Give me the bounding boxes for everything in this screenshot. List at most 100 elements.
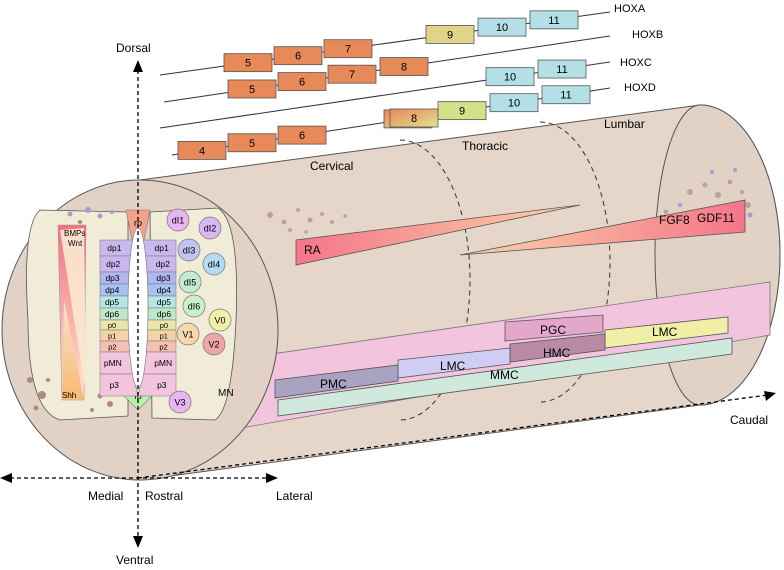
ventral-label: Ventral [116, 553, 153, 565]
motor-columns [274, 314, 733, 417]
hox-genes: HOXA56791011HOXB5678HOXC1011HOXD45688910… [159, 3, 663, 160]
neuron-dI2: dI2 [198, 216, 222, 240]
progenitor-label: dp2 [106, 259, 120, 269]
hox-gene-box: 8 [379, 57, 429, 76]
progenitor-label: p2 [159, 343, 167, 352]
hox-gene-label: 10 [496, 22, 508, 34]
wnt-label: Wnt [68, 239, 83, 248]
fgf8-gdf11-gradient-wedge [459, 199, 746, 256]
hox-gene-label: 10 [504, 72, 516, 84]
cervical-label: Cervical [310, 159, 353, 173]
hox-gene-label: 11 [560, 90, 571, 102]
hox-gene-box: 7 [323, 39, 373, 59]
neuron-dI3: dI3 [177, 238, 201, 262]
neuron-label: V2 [208, 340, 219, 350]
shh-label: Shh [62, 391, 76, 400]
fgf8-label: FGF8 [659, 213, 690, 227]
progenitor-p3-left [99, 373, 139, 397]
neuron-V1: V1 [176, 322, 200, 346]
neuron-label: dI2 [204, 224, 217, 234]
progenitor-label: dp6 [157, 309, 171, 319]
hox-gene-box: 5 [227, 79, 277, 99]
hox-gene-label: 6 [295, 51, 301, 63]
progenitor-label: dp6 [105, 309, 119, 319]
pmc-label: PMC [320, 377, 347, 391]
hox-gene-box: 11 [537, 59, 587, 79]
hox-gene-label: 11 [556, 64, 567, 76]
hox-gene-label: 6 [299, 130, 305, 142]
pgc-label: PGC [540, 323, 566, 337]
hox-gene-box: 9 [437, 101, 487, 121]
neuron-dI6: dI6 [182, 294, 206, 318]
neuron-V0: V0 [208, 308, 232, 332]
hox-cluster-label: HOXA [614, 3, 646, 15]
hox-gene-label: 9 [447, 29, 453, 41]
medial-label: Medial [88, 489, 123, 503]
hox-gene-box: 7 [327, 64, 377, 84]
progenitor-label: dp5 [157, 297, 171, 307]
hox-row-hoxd: HOXD4568891011 [171, 82, 656, 160]
hox-gene-label: 5 [249, 84, 255, 96]
caudal-label: Caudal [730, 413, 768, 427]
hox-gene-label: 8 [411, 113, 417, 125]
neuron-dI5: dI5 [178, 270, 202, 294]
progenitor-domains: rpfpdp1dp1dp2dp2dp3dp3dp4dp4dp5dp5dp6dp6… [99, 209, 177, 411]
hox-gene-box: 9 [425, 24, 475, 44]
hox-gene-box: 10 [489, 93, 539, 113]
lateral-label: Lateral [276, 489, 313, 503]
axis-arrows [10, 70, 769, 538]
neuron-label: V3 [174, 398, 185, 408]
progenitor-label: p0 [108, 321, 116, 330]
hox-row-hoxa: HOXA 5 6 7 9 10 11 [159, 3, 646, 76]
hox-gene-label: 10 [508, 98, 520, 110]
hox-gene-box: 5 [223, 53, 273, 73]
signal-particles [267, 168, 753, 234]
neuron-label: V1 [182, 330, 193, 340]
bmps-label: BMPs [64, 229, 85, 238]
hox-gene-label: 7 [349, 69, 355, 81]
neuron-label: dI5 [184, 278, 197, 288]
hox-gene-box: 6 [277, 72, 327, 91]
hox-cluster-label: HOXB [632, 29, 663, 41]
hox-cluster-label: HOXD [624, 82, 656, 94]
neuron-label: V0 [214, 316, 225, 326]
progenitor-label: dp4 [105, 285, 119, 295]
hox-gene-label: 6 [299, 77, 305, 89]
hox-gene-box: 10 [485, 67, 535, 87]
hox-row-hoxb: HOXB 5 6 7 8 [163, 29, 663, 103]
rostral-label: Rostral [145, 489, 183, 503]
progenitor-label: dp5 [105, 297, 119, 307]
ra-label: RA [304, 243, 321, 257]
hox-gene-label: 5 [249, 138, 255, 150]
progenitor-label: pMN [154, 358, 172, 368]
hox-gene-box: 4 [177, 141, 227, 160]
neuron-label: dI1 [172, 216, 185, 226]
hox-gene-box: 5 [227, 133, 277, 153]
hox-gene-label: 4 [199, 145, 205, 157]
axis-arrowheads [0, 60, 776, 548]
hox-gene-label: 9 [459, 106, 465, 118]
progenitor-label: dp2 [156, 259, 170, 269]
progenitor-label: pMN [104, 358, 122, 368]
neuron-V3: V3 [168, 390, 192, 414]
hox-gene-box: 6 [273, 46, 323, 66]
hox-gene-label: 8 [401, 61, 407, 73]
progenitor-label: p3 [157, 380, 167, 390]
hox-gene-box: 8 [389, 108, 439, 128]
hox-gene-label: 7 [345, 44, 351, 56]
dorsal-label: Dorsal [116, 41, 151, 55]
lmc-upper-label: LMC [652, 325, 678, 339]
progenitor-label: dp1 [107, 243, 121, 253]
hox-cluster-label: HOXC [620, 57, 652, 69]
lmc-middle-label: LMC [440, 359, 466, 373]
hox-gene-box: 11 [541, 85, 591, 105]
progenitor-label: dp4 [157, 285, 171, 295]
hox-gene-box: 11 [529, 10, 579, 30]
progenitor-label: rp [134, 218, 142, 228]
progenitor-label: p3 [109, 380, 119, 390]
progenitor-label: dp3 [105, 273, 119, 283]
progenitor-label: p0 [160, 321, 168, 330]
neuron-label: dI4 [208, 260, 221, 270]
